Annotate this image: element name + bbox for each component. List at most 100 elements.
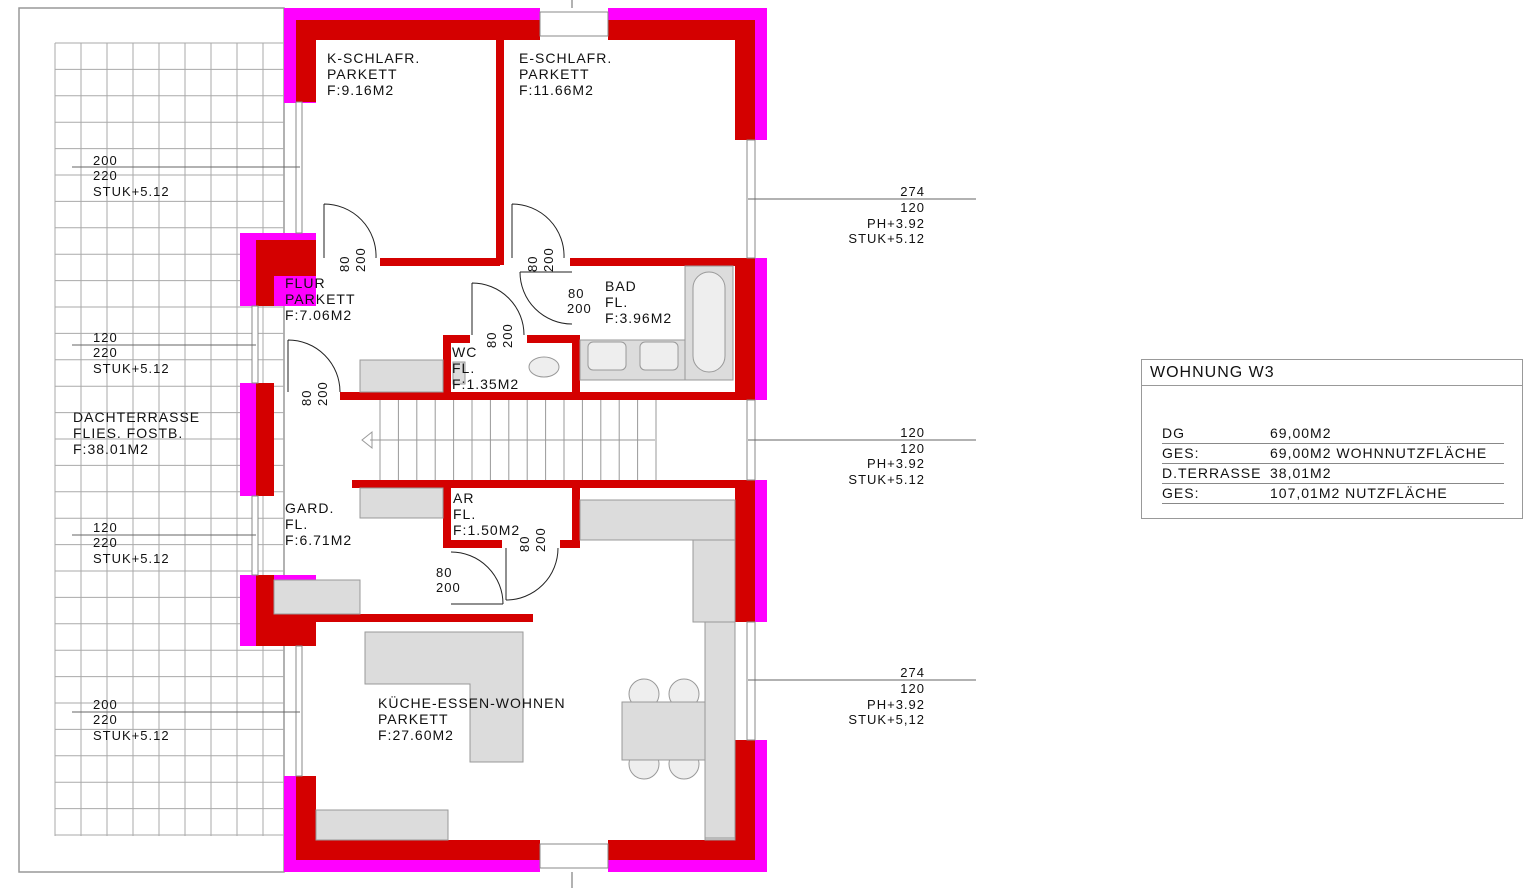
kitchen-counter [704, 621, 736, 839]
door [471, 282, 525, 336]
room-area: F:6.71M2 [285, 532, 352, 548]
summary-value: 69,00M2 [1270, 425, 1332, 441]
room-floor: FL. [605, 294, 628, 310]
room-name: BAD [605, 278, 637, 294]
svg-text:120: 120 [93, 520, 118, 535]
door [450, 551, 504, 605]
room-name: WC [452, 344, 477, 360]
svg-text:120: 120 [93, 330, 118, 345]
cistern [452, 361, 466, 385]
svg-text:STUK+5.12: STUK+5.12 [93, 184, 170, 199]
summary-title: WOHNUNG W3 [1142, 360, 1522, 386]
summary-value: 107,01M2 NUTZFLÄCHE [1270, 485, 1448, 501]
room-name: AR [453, 490, 474, 506]
door-height: 200 [315, 381, 330, 406]
door [519, 271, 573, 325]
terrace-outline [18, 7, 285, 873]
svg-text:220: 220 [93, 168, 118, 183]
kitchen-counter [579, 499, 736, 541]
door-height: 200 [436, 580, 461, 595]
furniture [273, 265, 736, 841]
room-floor: PARKETT [378, 711, 449, 727]
window [539, 843, 609, 869]
door [323, 203, 377, 259]
room-name: E-SCHLAFR. [519, 50, 612, 66]
svg-text:STUK+5.12: STUK+5.12 [848, 231, 925, 246]
svg-text:STUK+5,12: STUK+5,12 [848, 712, 925, 727]
summary-key: GES: [1162, 445, 1200, 461]
room-area: F:38.01M2 [73, 441, 149, 457]
wardrobe [273, 579, 361, 615]
door-width: 80 [525, 256, 540, 272]
room-floor: PARKETT [327, 66, 398, 82]
svg-text:274: 274 [900, 665, 925, 680]
room-name: FLUR [285, 275, 326, 291]
room-area: F:27.60M2 [378, 727, 454, 743]
summary-key: GES: [1162, 485, 1200, 501]
door-width: 80 [517, 536, 532, 552]
room-area: F:1.50M2 [453, 522, 520, 538]
door-height: 200 [533, 527, 548, 552]
window [295, 645, 303, 777]
door [511, 203, 565, 259]
room-area: F:1.35M2 [452, 376, 519, 392]
stair-arrow-icon [361, 430, 373, 450]
sink [587, 341, 627, 371]
room-name: KÜCHE-ESSEN-WOHNEN [378, 694, 566, 711]
door-width: 80 [436, 565, 452, 580]
svg-text:200: 200 [93, 153, 118, 168]
room-floor: PARKETT [285, 291, 356, 307]
room-area: F:7.06M2 [285, 307, 352, 323]
bathtub-basin [692, 271, 726, 373]
svg-text:STUK+5.12: STUK+5.12 [93, 728, 170, 743]
dining-table [621, 701, 706, 761]
svg-text:274: 274 [900, 184, 925, 199]
area-summary-table: WOHNUNG W3 DG 69,00M2 GES: 69,00M2 WOHNNUT… [1141, 359, 1523, 519]
room-area: F:3.96M2 [605, 310, 672, 326]
door-height: 200 [353, 247, 368, 272]
sink [639, 341, 679, 371]
room-area: F:11.66M2 [519, 82, 594, 98]
door-width: 80 [484, 332, 499, 348]
door-height: 200 [541, 247, 556, 272]
sideboard [315, 809, 449, 841]
svg-text:STUK+5.12: STUK+5.12 [93, 551, 170, 566]
room-name: GARD. [285, 500, 334, 516]
svg-text:PH+3.92: PH+3.92 [867, 697, 925, 712]
kitchen-counter [692, 539, 736, 623]
toilet [528, 356, 560, 378]
window [539, 11, 609, 37]
summary-value: 69,00M2 WOHNNUTZFLÄCHE [1270, 445, 1488, 461]
svg-text:200: 200 [93, 697, 118, 712]
walls [256, 20, 755, 860]
sofa [364, 631, 524, 763]
svg-text:120: 120 [900, 425, 925, 440]
room-floor: PARKETT [519, 66, 590, 82]
room-floor: FL. [285, 516, 308, 532]
svg-text:STUK+5.12: STUK+5.12 [93, 361, 170, 376]
svg-text:PH+3.92: PH+3.92 [867, 216, 925, 231]
wardrobe [359, 487, 444, 519]
svg-text:220: 220 [93, 712, 118, 727]
door-height: 200 [500, 323, 515, 348]
room-floor: FLIES. FOSTB. [73, 425, 183, 441]
summary-row: GES: 107,01M2 NUTZFLÄCHE [1162, 484, 1504, 504]
svg-text:STUK+5.12: STUK+5.12 [848, 472, 925, 487]
cabinet [359, 359, 444, 393]
room-name: DACHTERRASSE [73, 409, 200, 425]
door-width: 80 [299, 390, 314, 406]
door-width: 80 [568, 286, 584, 301]
dimension-lines [72, 166, 976, 713]
door-height: 200 [567, 301, 592, 316]
room-floor: FL. [453, 506, 476, 522]
staircase [361, 400, 657, 480]
room-floor: FL. [452, 360, 475, 376]
summary-key: DG [1162, 425, 1185, 441]
svg-text:220: 220 [93, 345, 118, 360]
summary-row: GES: 69,00M2 WOHNNUTZFLÄCHE [1162, 444, 1504, 464]
